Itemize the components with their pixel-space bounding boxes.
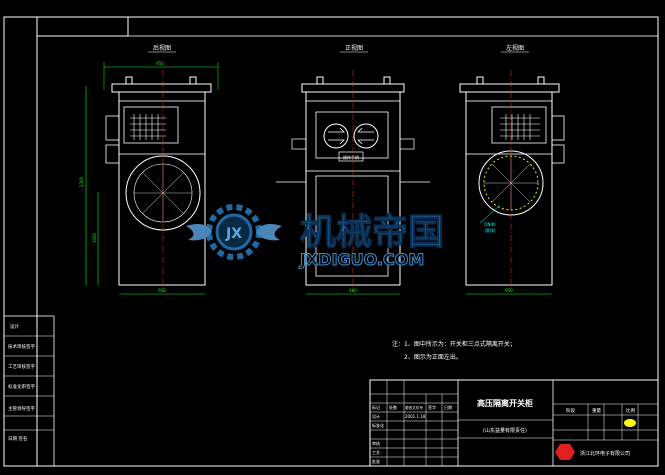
front-dial-left-arrow (328, 127, 345, 145)
rear-lift-lug-l (125, 76, 133, 85)
left-spring-coil (500, 114, 540, 140)
left-view: 左视图 DN40 (管线) (459, 44, 565, 295)
rear-mechanism (123, 106, 179, 144)
left-block-row-1: 技术审核签字 (8, 343, 35, 350)
tb-cell-5: 设计 (372, 413, 380, 419)
title-block: 标记 处数 更改文件号 签字 日期 设计 标准化 审核 工艺 批准 2001.1… (369, 379, 659, 467)
left-signature-block: 设计 技术审核签字 工艺审核签字 标准化审签字 主管领导签字 日期 签名 (3, 315, 55, 467)
rear-bottom-label: 950 (158, 288, 166, 293)
watermark-wings-icon (186, 224, 282, 241)
front-handle-label-box (338, 151, 364, 162)
note-line-1: 注：1、图中所示为：开关柜三点式隔离开关； (392, 340, 516, 348)
rear-upper-panel (118, 100, 206, 155)
front-side-bracket-l (291, 138, 307, 150)
left-view-title: 左视图 (506, 44, 524, 52)
front-dial-right (353, 123, 379, 149)
front-dial-left (323, 123, 349, 149)
left-lift-lug-r (537, 76, 545, 85)
left-block-row-3: 标准化审签字 (8, 383, 35, 390)
tb-cell-3: 签字 (428, 404, 436, 410)
rear-side-flange-top (105, 115, 120, 141)
front-side-bracket-r (399, 138, 415, 150)
note-line-2: 2、图示为正面左出。 (404, 353, 462, 361)
tb-drawing-no: 2001.1.18 (405, 414, 426, 419)
tb-scale-label: 比例 (626, 407, 635, 414)
left-roof (459, 83, 560, 93)
front-lower-door (315, 175, 389, 277)
rear-lift-lug-r (189, 76, 197, 85)
watermark-gear-icon: JX (206, 204, 262, 260)
rear-height-label: 2300 (79, 176, 84, 187)
tb-cell-8: 工艺 (372, 450, 380, 455)
tb-scale-marker (624, 419, 636, 427)
watermark-en: JXDIGUO.COM (299, 250, 424, 269)
tb-cell-7: 审核 (372, 440, 380, 446)
rear-cabinet-body (118, 91, 206, 286)
left-side-flange-top (551, 115, 565, 141)
front-dial-right-arrow (357, 127, 374, 145)
tb-weight-label: 重量 (592, 407, 601, 414)
front-view-title: 正视图 (345, 44, 363, 52)
front-bottom-label: 900 (349, 288, 357, 293)
tb-cell-2: 更改文件号 (405, 405, 423, 410)
rear-view-title: 后视图 (153, 44, 171, 52)
rear-side-flange-bottom (105, 144, 120, 164)
watermark-badge: JX (225, 226, 242, 242)
front-handle-label: 操作手柄 (343, 154, 359, 160)
left-mechanism (491, 106, 547, 144)
left-note-leader (479, 204, 501, 224)
left-block-row-5: 日期 签名 (8, 435, 27, 442)
tb-cell-0: 标记 (372, 404, 380, 410)
front-lift-lug-r (383, 76, 391, 85)
left-upper-panel (465, 100, 553, 155)
company-logo (555, 444, 575, 460)
front-lift-lug-l (316, 76, 324, 85)
tb-subtitle: (山东益量有限责任) (483, 427, 527, 434)
watermark: JX 机械帝国 JXDIGUO.COM (186, 204, 445, 270)
rear-top-dim-label: 950 (156, 61, 164, 66)
tb-cell-9: 批准 (372, 458, 380, 464)
binding-margin (3, 16, 38, 467)
front-handle-box (315, 111, 389, 159)
inner-frame (36, 35, 659, 467)
front-view: 正视图 操作手柄 900 (276, 44, 430, 295)
left-block-row-4: 主管领导签字 (8, 405, 35, 412)
left-bottom-label: 950 (505, 288, 513, 293)
rear-spring-coil (130, 114, 166, 140)
left-note-1: DN40 (484, 222, 496, 227)
rear-lower-label: 1000 (92, 232, 97, 243)
left-note-2: (管线) (484, 227, 496, 233)
tb-cell-1: 处数 (389, 404, 397, 410)
tb-title: 高压隔离开关柜 (477, 398, 533, 408)
left-side-flange-bottom (551, 144, 565, 164)
left-cabinet-body (465, 91, 553, 286)
left-lift-lug-l (476, 76, 484, 85)
left-block-row-0: 设计 (10, 323, 19, 330)
rear-roof (111, 83, 212, 93)
tb-company: 浙江北环电子有限公司 (580, 450, 630, 457)
rear-view: 后视图 950 (79, 44, 219, 295)
left-block-row-2: 工艺审核签字 (8, 363, 35, 370)
tb-cell-6: 标准化 (372, 422, 384, 428)
tb-stage-label: 阶段 (566, 407, 575, 414)
tb-cell-4: 日期 (444, 404, 452, 410)
watermark-cn: 机械帝国 (300, 212, 444, 253)
